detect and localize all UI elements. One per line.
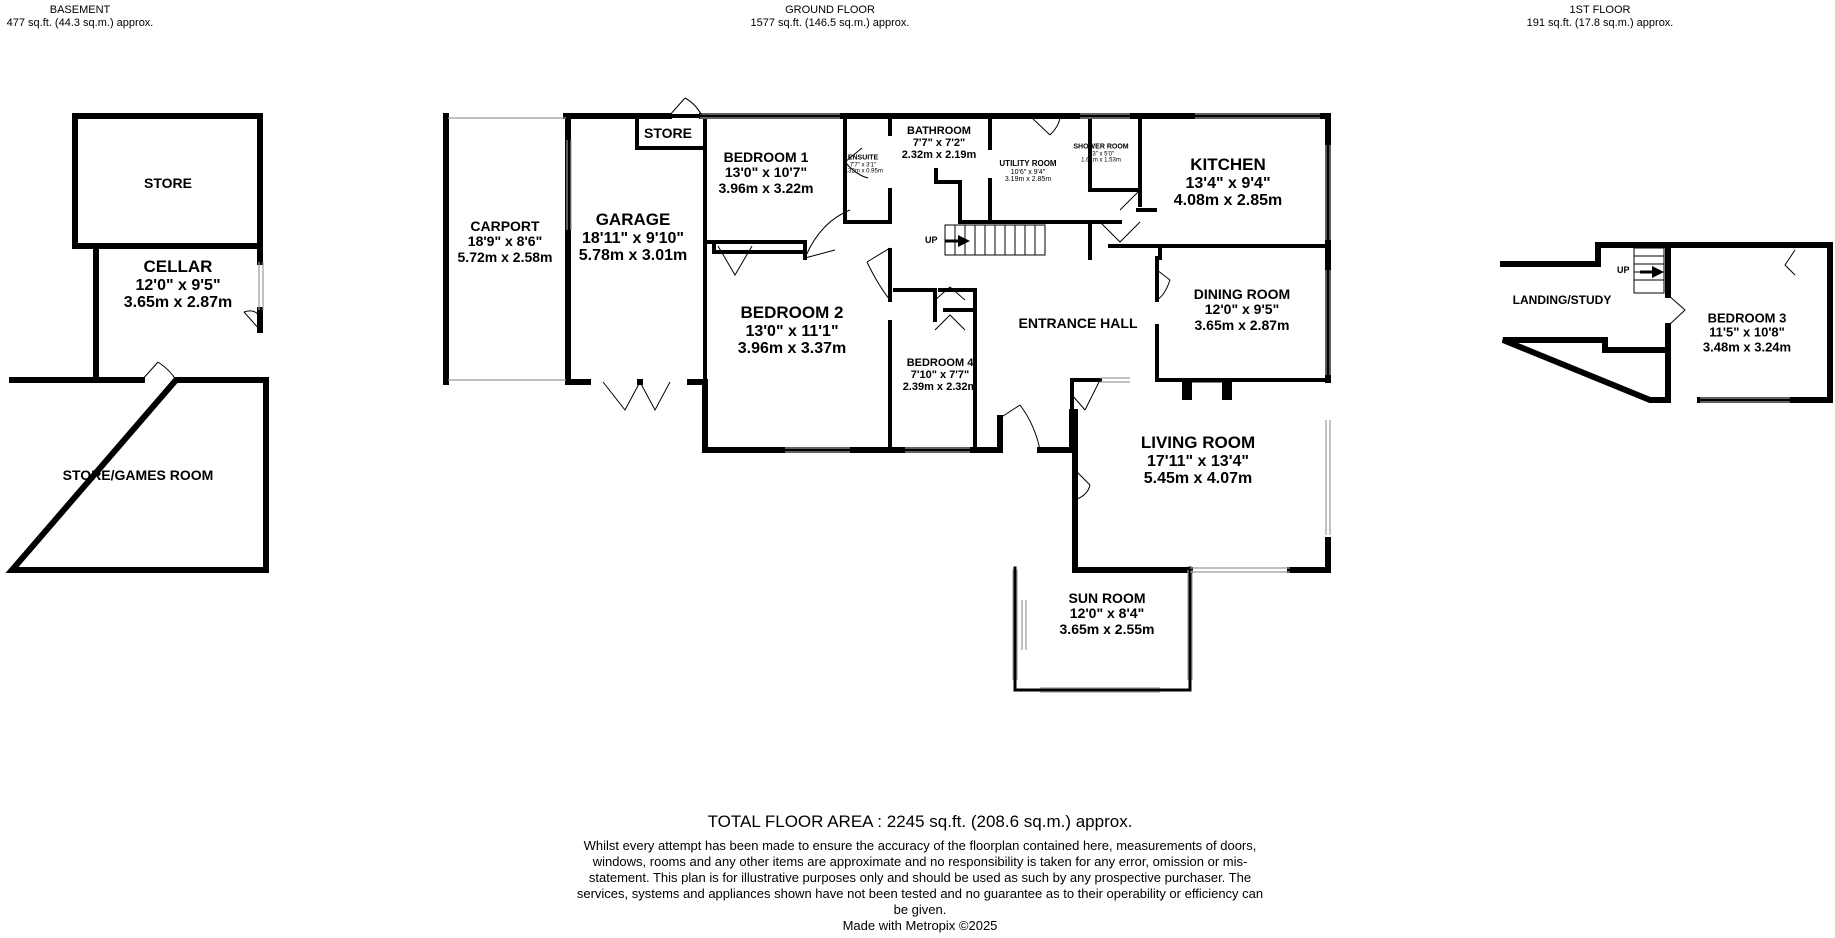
ground-floor-header: GROUND FLOOR 1577 sq.ft. (146.5 sq.m.) a… (720, 4, 940, 30)
room-metric: 3.65m x 2.87m (123, 294, 233, 312)
room-imperial: 11'5" x 10'8" (1709, 324, 1785, 340)
room-imperial: 13'0" x 10'7" (724, 164, 808, 181)
sun-room-label: SUN ROOM 12'0" x 8'4" 3.65m x 2.55m (1059, 589, 1155, 637)
room-name: SHOWER ROOM (1073, 143, 1129, 151)
bedroom3-label: BEDROOM 3 11'5" x 10'8" 3.48m x 3.24m (1702, 310, 1792, 355)
room-metric: 3.96m x 3.37m (737, 340, 847, 358)
room-imperial: 10'6" x 9'4" (1010, 168, 1046, 176)
room-metric: 3.65m x 2.55m (1059, 620, 1155, 637)
cellar-label: CELLAR 12'0" x 9'5" 3.65m x 2.87m (123, 257, 233, 312)
windows (258, 113, 1790, 693)
room-imperial: 18'11" x 9'10" (582, 229, 684, 247)
dining-room-label: DINING ROOM 12'0" x 9'5" 3.65m x 2.87m (1193, 285, 1291, 333)
room-imperial: 5'3" x 5'0" (1087, 151, 1115, 158)
room-imperial: 7'7" x 3'1" (849, 162, 877, 169)
ground-floor-area: 1577 sq.ft. (146.5 sq.m.) approx. (750, 17, 910, 29)
room-metric: 3.65m x 2.87m (1194, 316, 1290, 333)
first-floor-area: 191 sq.ft. (17.8 sq.m.) approx. (1526, 17, 1674, 29)
first-floor-header: 1ST FLOOR 191 sq.ft. (17.8 sq.m.) approx… (1500, 4, 1700, 30)
landing-study-label: LANDING/STUDY (1512, 293, 1612, 307)
ground-stairs-up-label: UP (925, 235, 938, 245)
store-basement-label: STORE (144, 175, 192, 191)
games-room-label: STORE/GAMES ROOM (62, 467, 214, 483)
bedroom4-label: BEDROOM 4 7'10" x 7'7" 2.39m x 2.32m (903, 357, 978, 393)
room-metric: 1.61m x 1.53m (1081, 157, 1121, 164)
store-ground-label: STORE (644, 125, 692, 141)
room-name: ENSUITE (847, 154, 879, 162)
room-name: UTILITY ROOM (999, 158, 1057, 168)
first-stairs-arrowhead-icon (1652, 266, 1664, 278)
room-name: BEDROOM 4 (906, 356, 974, 369)
room-metric: 4.08m x 2.85m (1173, 192, 1283, 210)
room-name: KITCHEN (1190, 155, 1266, 175)
room-imperial: 7'7" x 7'2" (912, 136, 966, 149)
ground-floor-title: GROUND FLOOR (785, 4, 875, 16)
living-room-label: LIVING ROOM 17'11" x 13'4" 5.45m x 4.07m (1140, 433, 1256, 488)
ensuite-label: ENSUITE 7'7" x 3'1" 2.32m x 0.95m (843, 155, 883, 176)
room-imperial: 13'0" x 11'1" (745, 322, 839, 340)
room-metric: 3.96m x 3.22m (718, 179, 814, 196)
first-floor-title: 1ST FLOOR (1569, 4, 1631, 16)
disclaimer: Whilst every attempt has been made to en… (576, 838, 1264, 917)
basement-area: 477 sq.ft. (44.3 sq.m.) approx. (6, 17, 154, 29)
entrance-hall-label: ENTRANCE HALL (1018, 315, 1138, 331)
footer: TOTAL FLOOR AREA : 2245 sq.ft. (208.6 sq… (560, 812, 1280, 934)
basement-header: BASEMENT 477 sq.ft. (44.3 sq.m.) approx. (0, 4, 160, 30)
shower-room-label: SHOWER ROOM 5'3" x 5'0" 1.61m x 1.53m (1073, 144, 1128, 165)
room-imperial: 17'11" x 13'4" (1147, 452, 1249, 470)
basement-walls (5, 113, 269, 573)
room-metric: 5.72m x 2.58m (457, 248, 553, 265)
room-metric: 5.45m x 4.07m (1143, 470, 1253, 488)
first-floor-walls (1500, 242, 1833, 403)
garage-label: GARAGE 18'11" x 9'10" 5.78m x 3.01m (578, 210, 688, 265)
utility-room-label: UTILITY ROOM 10'6" x 9'4" 3.19m x 2.85m (999, 158, 1057, 184)
basement-title: BASEMENT (49, 4, 111, 16)
room-imperial: 7'10" x 7'7" (910, 368, 970, 381)
room-imperial: 12'0" x 9'5" (1204, 301, 1280, 318)
room-metric: 5.78m x 3.01m (578, 247, 688, 265)
room-metric: 2.32m x 0.95m (843, 168, 883, 175)
room-imperial: 12'0" x 9'5" (135, 276, 221, 294)
made-with-credit: Made with Metropix ©2025 (842, 918, 998, 933)
room-imperial: 12'0" x 8'4" (1069, 605, 1145, 622)
room-name: BEDROOM 3 (1707, 310, 1787, 326)
room-name: LIVING ROOM (1140, 433, 1256, 453)
room-name: SUN ROOM (1068, 589, 1146, 606)
room-imperial: 13'4" x 9'4" (1185, 174, 1271, 192)
bathroom-label: BATHROOM 7'7" x 7'2" 2.32m x 2.19m (902, 125, 977, 161)
door-swings (141, 97, 1796, 501)
first-stairs (1633, 247, 1665, 294)
room-metric: 3.48m x 3.24m (1702, 339, 1792, 355)
room-name: BEDROOM 2 (740, 303, 844, 323)
fireplace (1182, 380, 1232, 400)
room-name: BATHROOM (907, 124, 971, 137)
room-name: CARPORT (470, 217, 540, 234)
bedroom1-label: BEDROOM 1 13'0" x 10'7" 3.96m x 3.22m (718, 148, 814, 196)
room-name: CELLAR (143, 257, 213, 277)
room-metric: 2.39m x 2.32m (902, 381, 978, 394)
room-metric: 2.32m x 2.19m (901, 149, 977, 162)
room-name: GARAGE (595, 210, 671, 230)
total-floor-area: TOTAL FLOOR AREA : 2245 sq.ft. (208.6 sq… (707, 812, 1133, 831)
room-name: BEDROOM 1 (723, 148, 809, 165)
room-metric: 3.19m x 2.85m (1004, 176, 1052, 184)
first-stairs-up-label: UP (1617, 265, 1630, 275)
ground-stairs-arrowhead-icon (958, 235, 970, 247)
carport-label: CARPORT 18'9" x 8'6" 5.72m x 2.58m (457, 217, 553, 265)
bedroom2-label: BEDROOM 2 13'0" x 11'1" 3.96m x 3.37m (737, 303, 847, 358)
room-name: DINING ROOM (1193, 285, 1291, 302)
room-imperial: 18'9" x 8'6" (467, 233, 543, 250)
kitchen-label: KITCHEN 13'4" x 9'4" 4.08m x 2.85m (1173, 155, 1283, 210)
sunroom-walls (1013, 566, 1192, 692)
ground-floor-interior-walls (635, 114, 1330, 452)
